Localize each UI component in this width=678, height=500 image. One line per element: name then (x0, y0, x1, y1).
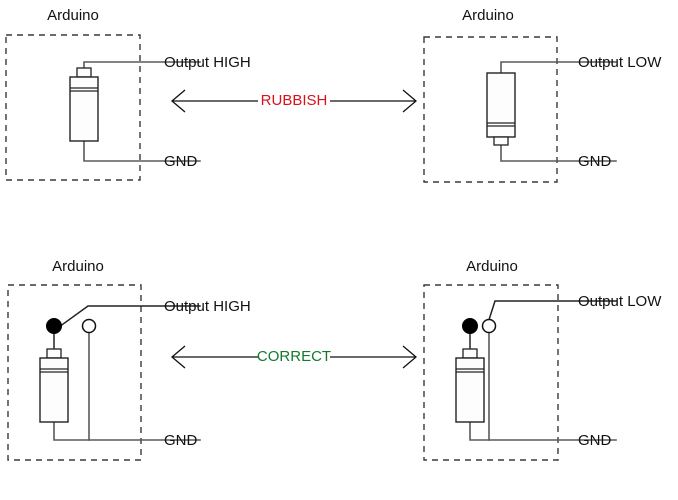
wire-led-to-gnd-bottom-right (469, 420, 617, 441)
wire-output-to-led-top-right (500, 61, 617, 74)
board-title-top-left: Arduino (47, 7, 99, 24)
pin-label-bottom-left-output: Output HIGH (164, 298, 251, 315)
pin-label-top-right-output: Output LOW (578, 54, 662, 71)
board-title-bottom-right: Arduino (466, 258, 518, 275)
wire-output-switch-bottom-left (57, 305, 201, 329)
switch-contact-filled-bottom-left[interactable] (46, 318, 62, 334)
wire-output-switch-bottom-right (486, 300, 617, 327)
switch-contact-open-bottom-left[interactable] (81, 318, 97, 334)
led-bottom-left (39, 348, 69, 423)
pin-label-bottom-right-output: Output LOW (578, 293, 662, 310)
wire-led-to-gnd-top-right (500, 141, 617, 162)
pin-label-top-left-gnd: GND (164, 153, 198, 170)
pin-label-top-left-output: Output HIGH (164, 54, 251, 71)
verdict-arrow-correct (170, 345, 418, 369)
board-outline-bottom-left (7, 284, 142, 461)
switch-contact-open-bottom-right[interactable] (481, 318, 497, 334)
pin-label-bottom-right-gnd: GND (578, 432, 612, 449)
board-title-top-right: Arduino (462, 7, 514, 24)
wire-led-to-gnd-top-left (83, 139, 201, 162)
board-title-bottom-left: Arduino (52, 258, 104, 275)
switch-contact-filled-bottom-right[interactable] (462, 318, 478, 334)
pin-label-bottom-left-gnd: GND (164, 432, 198, 449)
verdict-label-correct: CORRECT (257, 348, 331, 365)
verdict-label-rubbish: RUBBISH (261, 92, 328, 109)
led-bottom-right (455, 348, 485, 423)
board-outline-bottom-right (423, 284, 559, 461)
led-top-left (69, 67, 99, 142)
board-outline-top-left (5, 34, 141, 181)
wire-led-to-gnd-bottom-left (53, 420, 201, 441)
pin-label-top-right-gnd: GND (578, 153, 612, 170)
verdict-arrow-rubbish (170, 89, 418, 113)
board-outline-top-right (423, 36, 558, 183)
led-top-right (486, 72, 516, 146)
